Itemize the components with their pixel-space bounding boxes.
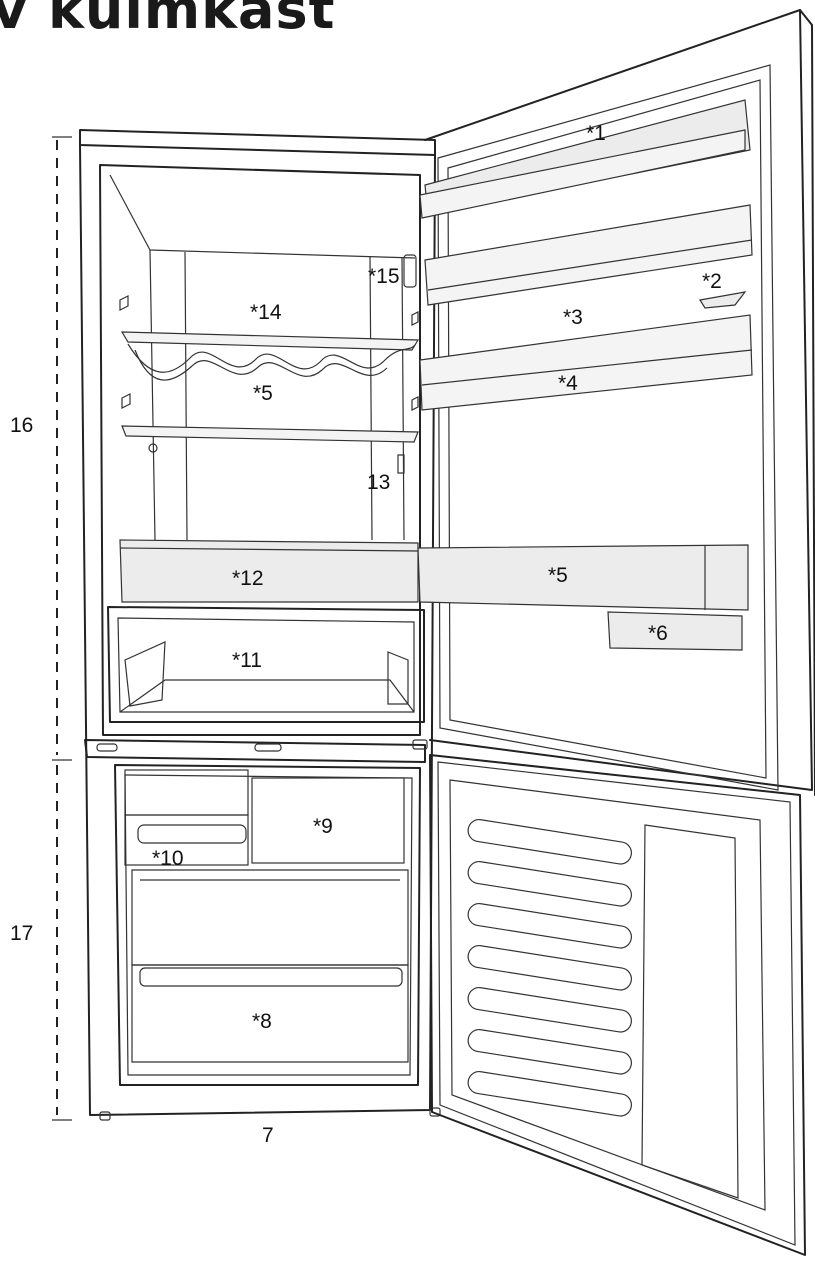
label-part-15: *15 xyxy=(368,265,400,288)
crisper-drawer xyxy=(107,606,425,723)
door-rail xyxy=(467,818,632,865)
label-part-12: *12 xyxy=(232,567,264,590)
label-part-5-door: *5 xyxy=(548,564,568,587)
dimension-markers xyxy=(52,136,72,1121)
label-part-10: *10 xyxy=(152,847,184,870)
wine-rack-shelf xyxy=(120,331,420,381)
freezer-drawers xyxy=(124,769,409,1063)
label-part-2: *2 xyxy=(702,270,722,293)
label-part-3: *3 xyxy=(563,306,583,329)
fridge-door xyxy=(417,9,815,796)
label-part-5-shelf: *5 xyxy=(253,382,273,405)
label-part-9: *9 xyxy=(313,815,333,838)
crisper-cover xyxy=(119,539,419,603)
label-part-14: *14 xyxy=(250,301,282,324)
label-freezer-height: 17 xyxy=(10,922,33,945)
label-part-4: *4 xyxy=(558,372,578,395)
label-part-1: *1 xyxy=(586,122,606,145)
label-part-8: *8 xyxy=(252,1010,272,1033)
label-fridge-height: 16 xyxy=(10,414,33,437)
glass-shelf xyxy=(121,425,419,474)
label-part-6: *6 xyxy=(648,622,668,645)
cabinet-body xyxy=(79,129,441,1121)
label-part-11: *11 xyxy=(232,649,262,672)
freezer-door xyxy=(429,754,806,1256)
label-part-7: 7 xyxy=(262,1124,274,1147)
part-labels: *1 *2 *3 *4 *5 *5 *6 7 *8 *9 *10 *11 *12… xyxy=(10,122,722,1147)
page-title: v külmkast xyxy=(0,0,336,41)
label-part-13: 13 xyxy=(367,471,390,494)
